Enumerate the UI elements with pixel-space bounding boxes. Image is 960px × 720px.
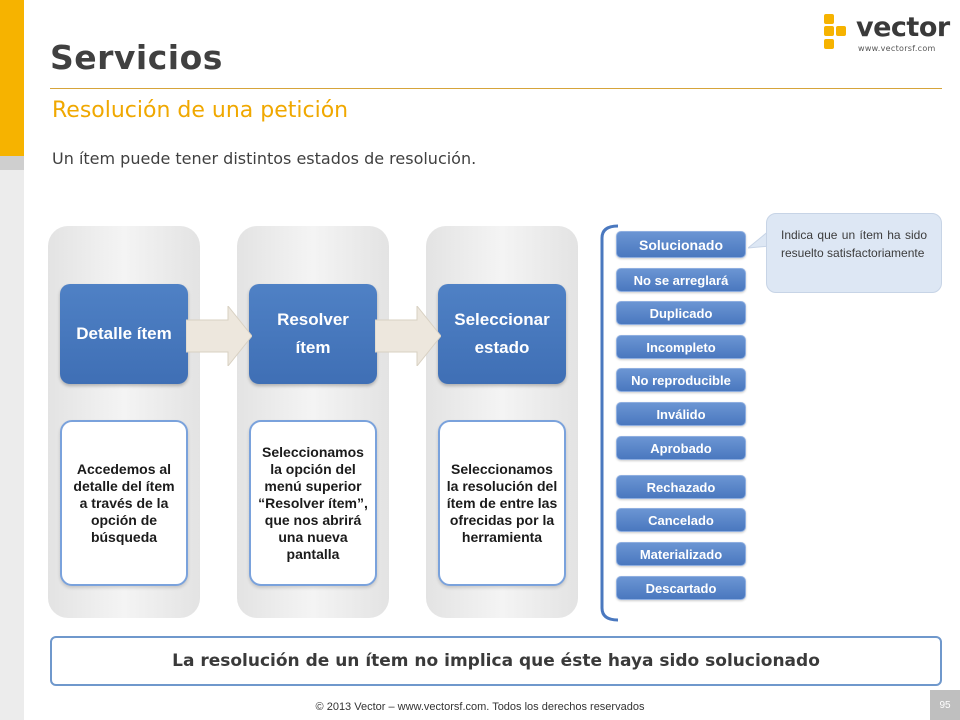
status-rechazado: Rechazado [616,475,746,499]
bracket-icon [600,224,619,622]
step-seleccionar-estado: Seleccionar estado [438,284,566,384]
page-title: Servicios [50,38,223,77]
step-label: Seleccionar estado [454,310,550,357]
page-number: 95 [930,690,960,720]
status-no-reproducible: No reproducible [616,368,746,392]
status-invalido: Inválido [616,402,746,426]
step-description: Seleccionamos la resolución del ítem de … [438,420,566,586]
page-subtitle: Resolución de una petición [52,98,349,123]
step-description: Accedemos al detalle del ítem a través d… [60,420,188,586]
status-no-se-arreglara: No se arreglará [616,268,746,292]
step-description-text: Seleccionamos la opción del menú superio… [258,443,368,562]
status-descartado: Descartado [616,576,746,600]
step-label: Resolver ítem [277,310,349,357]
logo-square-icon [824,14,834,24]
arrow-right-icon [186,306,252,366]
arrow-right-icon [375,306,441,366]
conclusion-box: La resolución de un ítem no implica que … [50,636,942,686]
step-resolver-item: Resolver ítem [249,284,377,384]
header-divider [50,88,942,89]
left-accent-strip [0,0,24,720]
callout-note: Indica que un ítem ha sido resuelto sati… [766,213,942,293]
step-label: Detalle ítem [76,324,172,343]
process-column-resolver: Resolver ítem Seleccionamos la opción de… [237,226,389,618]
vector-logo: vector www.vectorsf.com [820,12,950,56]
logo-square-icon [824,39,834,49]
intro-text: Un ítem puede tener distintos estados de… [52,149,477,168]
callout-pointer-icon [748,229,770,249]
status-duplicado: Duplicado [616,301,746,325]
status-solucionado: Solucionado [616,231,746,258]
logo-url: www.vectorsf.com [858,44,936,53]
step-detalle-item: Detalle ítem [60,284,188,384]
process-column-seleccionar: Seleccionar estado Seleccionamos la reso… [426,226,578,618]
step-description-text: Accedemos al detalle del ítem a través d… [73,460,175,545]
logo-square-icon [824,26,834,36]
status-incompleto: Incompleto [616,335,746,359]
footer-copyright: © 2013 Vector – www.vectorsf.com. Todos … [315,701,645,713]
logo-wordmark: vector [856,12,950,43]
status-materializado: Materializado [616,542,746,566]
callout-text: Indica que un ítem ha sido resuelto sati… [781,228,927,260]
conclusion-text: La resolución de un ítem no implica que … [172,651,820,671]
status-cancelado: Cancelado [616,508,746,532]
process-column-detalle: Detalle ítem Accedemos al detalle del ít… [48,226,200,618]
step-description-text: Seleccionamos la resolución del ítem de … [446,460,558,545]
step-description: Seleccionamos la opción del menú superio… [249,420,377,586]
accent-bar-separator [0,156,24,170]
accent-bar-yellow [0,0,24,156]
logo-square-icon [836,26,846,36]
status-aprobado: Aprobado [616,436,746,460]
